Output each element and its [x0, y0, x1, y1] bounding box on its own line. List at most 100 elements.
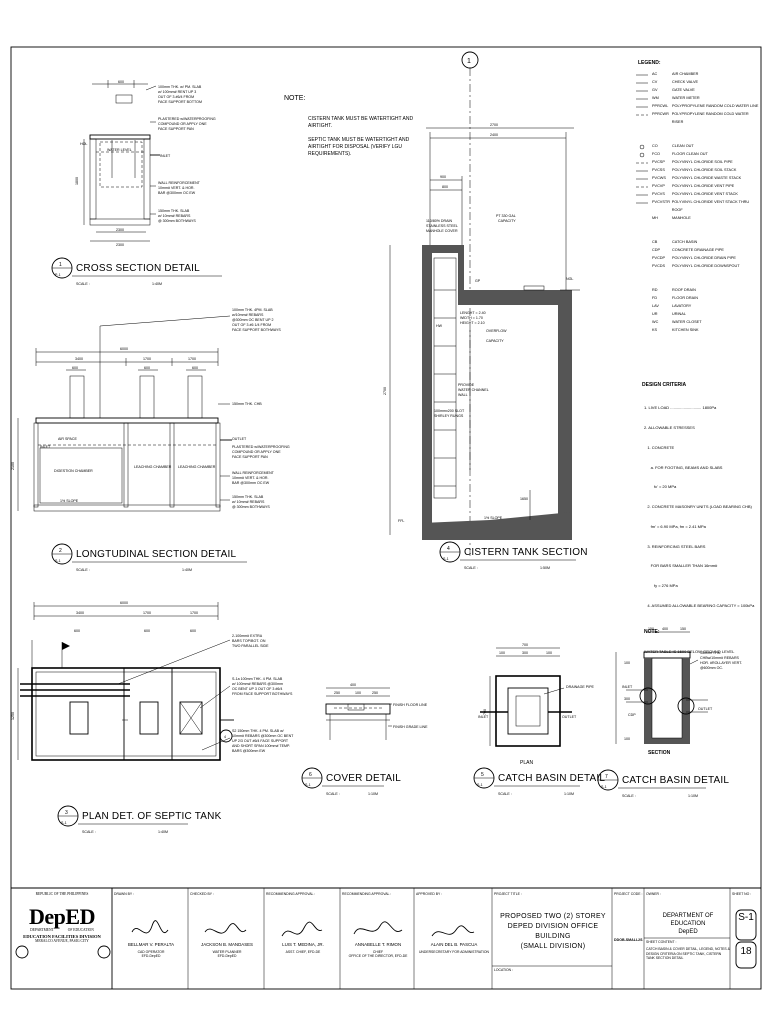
cs-note: @ 300mm BOTHWAYS — [158, 219, 196, 223]
sheet-total: 18 — [740, 946, 752, 957]
signature-checked-by — [204, 923, 247, 934]
scale-value: 1:40M — [152, 282, 162, 286]
cs-dim-height: 1800 — [75, 177, 79, 185]
ls-inlet: INLET — [40, 445, 51, 449]
tb-project-code: PROJECT CODE : DDOB-SMALL2S — [614, 892, 644, 942]
project-title-line: (SMALL DIVISION) — [520, 943, 586, 950]
detail-title: LONGTUDINAL SECTION DETAIL — [76, 549, 236, 560]
sheet-border — [10, 46, 762, 990]
sheet-number: S-1 — [738, 912, 754, 923]
cs-note: PLASTERED w/WATERPROOFING — [158, 117, 216, 121]
catch-basin-plan: 700 100 300 100 INLET OUTLET DRAINAGE PI… — [478, 643, 595, 766]
cv-dim-total: 400 — [350, 683, 356, 687]
legend-symbols — [636, 74, 648, 204]
legend: LEGEND: — [636, 60, 661, 204]
legend-code: MH — [652, 216, 658, 220]
ls-note: 150mm THK. SLAB — [232, 495, 264, 499]
bagong-pilipinas-seal-icon — [97, 945, 111, 959]
cs-note: 150mm THK. SLAB — [158, 209, 190, 213]
legend-code: PPRCWR — [652, 112, 669, 116]
tb-sheet-no: SHEET NO : S-1 18 — [732, 892, 760, 957]
ps-note: 10mm# REBARS @300mm OC BENT — [232, 734, 294, 738]
detail-title: PLAN DET. OF SEPTIC TANK — [82, 811, 222, 822]
catch-basin-section: 150 400 150 INLET CDP OUTLET 100 300 100… — [615, 627, 742, 756]
ls-chb-label: 150mm THK. CHB — [232, 402, 262, 406]
legend-text: FLOOR DRAIN — [672, 296, 698, 300]
tag-num: 7 — [605, 774, 608, 780]
ps-dim-total: 6000 — [120, 601, 128, 605]
legend-item: PVCDP POLYVINYL CHLORIDE DRAIN PIPE — [652, 254, 760, 262]
tb-unit: EFD-DepED — [217, 954, 237, 958]
legend-text: LAVATORY — [672, 304, 692, 308]
tag-num: 6 — [309, 772, 312, 778]
ls-dim-mh1: 600 — [72, 366, 78, 370]
ct-dim-height: 2700 — [383, 387, 387, 395]
deped-logo: DepED — [29, 904, 95, 929]
legend-text: POLYVINYL CHLORIDE DRAIN PIPE — [672, 256, 736, 260]
ct-note: CAPACITY — [486, 339, 504, 343]
tb-name: ANNABELLE T. RIMON — [354, 942, 402, 947]
legend-code: UR — [652, 312, 658, 316]
tb-location-label: LOCATION : — [494, 968, 513, 972]
tb-drawn-by: DRAWN BY : BELLMAR V. PERALTA CAD OPERAT… — [114, 892, 188, 958]
ct-note: MANHOLE COVER — [426, 229, 458, 233]
tag-num: 2 — [59, 548, 62, 554]
ct-dim-800: 800 — [442, 185, 448, 189]
ps-note: UP 2/3 OUT #6/4 FACE SUPPORT — [232, 739, 289, 743]
tb-role: UNDERSECRETARY FOR ADMINISTRATION — [418, 950, 490, 954]
ct-note: WATER CHANNEL — [458, 388, 489, 392]
cb5-dim-side: 700 — [483, 709, 487, 715]
ls-air-space: AIR SPACE — [58, 437, 78, 441]
scale-label: SCALE : — [326, 792, 340, 796]
scale-value: 1:10M — [368, 792, 378, 796]
address-text: MERALCO AVENUE, PASIG CITY — [35, 939, 89, 943]
legend-code: CV — [652, 80, 658, 84]
ct-note: 1% SLOPE — [484, 516, 503, 520]
legend-text: CLEAN OUT — [672, 144, 694, 148]
legend-text: FLOOR CLEAN OUT — [672, 152, 708, 156]
ls-note: COMPOUND OR APPLY ONE — [232, 450, 281, 454]
legend-code: PVCDP — [652, 256, 666, 260]
ls-outlet: OUTLET — [232, 437, 247, 441]
tag-num: 1 — [59, 262, 62, 268]
criteria-line: fm' = 6.90 MPa, fm = 2.41 MPa — [644, 523, 706, 529]
ls-chamber-3: LEACHING CHAMBER — [178, 465, 216, 469]
legend-text: WATER METER — [672, 96, 700, 100]
tb-checked-by: CHECKED BY : JACKSON B. MANDASES WATER P… — [190, 892, 264, 958]
ls-note: OUT OF 3 #6 1/4 FROM — [232, 323, 271, 327]
criteria-line: 1. LIVE LOAD ...........................… — [644, 405, 717, 411]
note-line: SEPTIC TANK MUST BE WATERTIGHT AND — [308, 137, 410, 143]
tb-label: RECOMMENDING APPROVAL : — [266, 892, 316, 896]
cb5-plan-label: PLAN — [520, 760, 533, 766]
scale-value: 1:50M — [540, 566, 550, 570]
tb-label: PROJECT CODE : — [614, 892, 643, 896]
legend-code: WC — [652, 320, 659, 324]
legend-text: MANHOLE — [672, 216, 691, 220]
cb7-outlet: OUTLET — [698, 707, 713, 711]
tb-unit: OFFICE OF THE DIRECTOR, EFD-DE — [348, 954, 408, 958]
ct-note: WALL — [458, 393, 468, 397]
ls-note: 100mm THK. 4PM. SLAB — [232, 308, 273, 312]
tag-num: 4 — [447, 546, 450, 552]
ls-dim-total: 6000 — [120, 347, 128, 351]
ls-note: WALL REINFORCEMENT — [232, 471, 275, 475]
legend-code: PVCDS — [652, 264, 666, 268]
ls-note: w/10mm# REBARS — [232, 313, 264, 317]
plan-septic-tank-detail: 6000 3400 1700 1700 600 600 600 4 1250 2… — [11, 601, 294, 761]
legend-text: POLYPROPYLENE RANDOM COLD WATER LINE — [672, 104, 759, 108]
detail-tag-6: 6 S-1 COVER DETAIL SCALE : 1:10M — [301, 767, 401, 796]
note-heading: NOTE: — [284, 95, 305, 102]
ct-note: PT 330 GAL — [496, 214, 516, 218]
legend-code: CB — [652, 240, 658, 244]
cs-note: COMPOUND OR APPLY ONE — [158, 122, 207, 126]
tb-approved: APPROVED BY : ALAIN DEL B. PASCUA UNDERS… — [416, 892, 492, 954]
tb-role: ASST. CHIEF, EFD-DE — [285, 950, 321, 954]
